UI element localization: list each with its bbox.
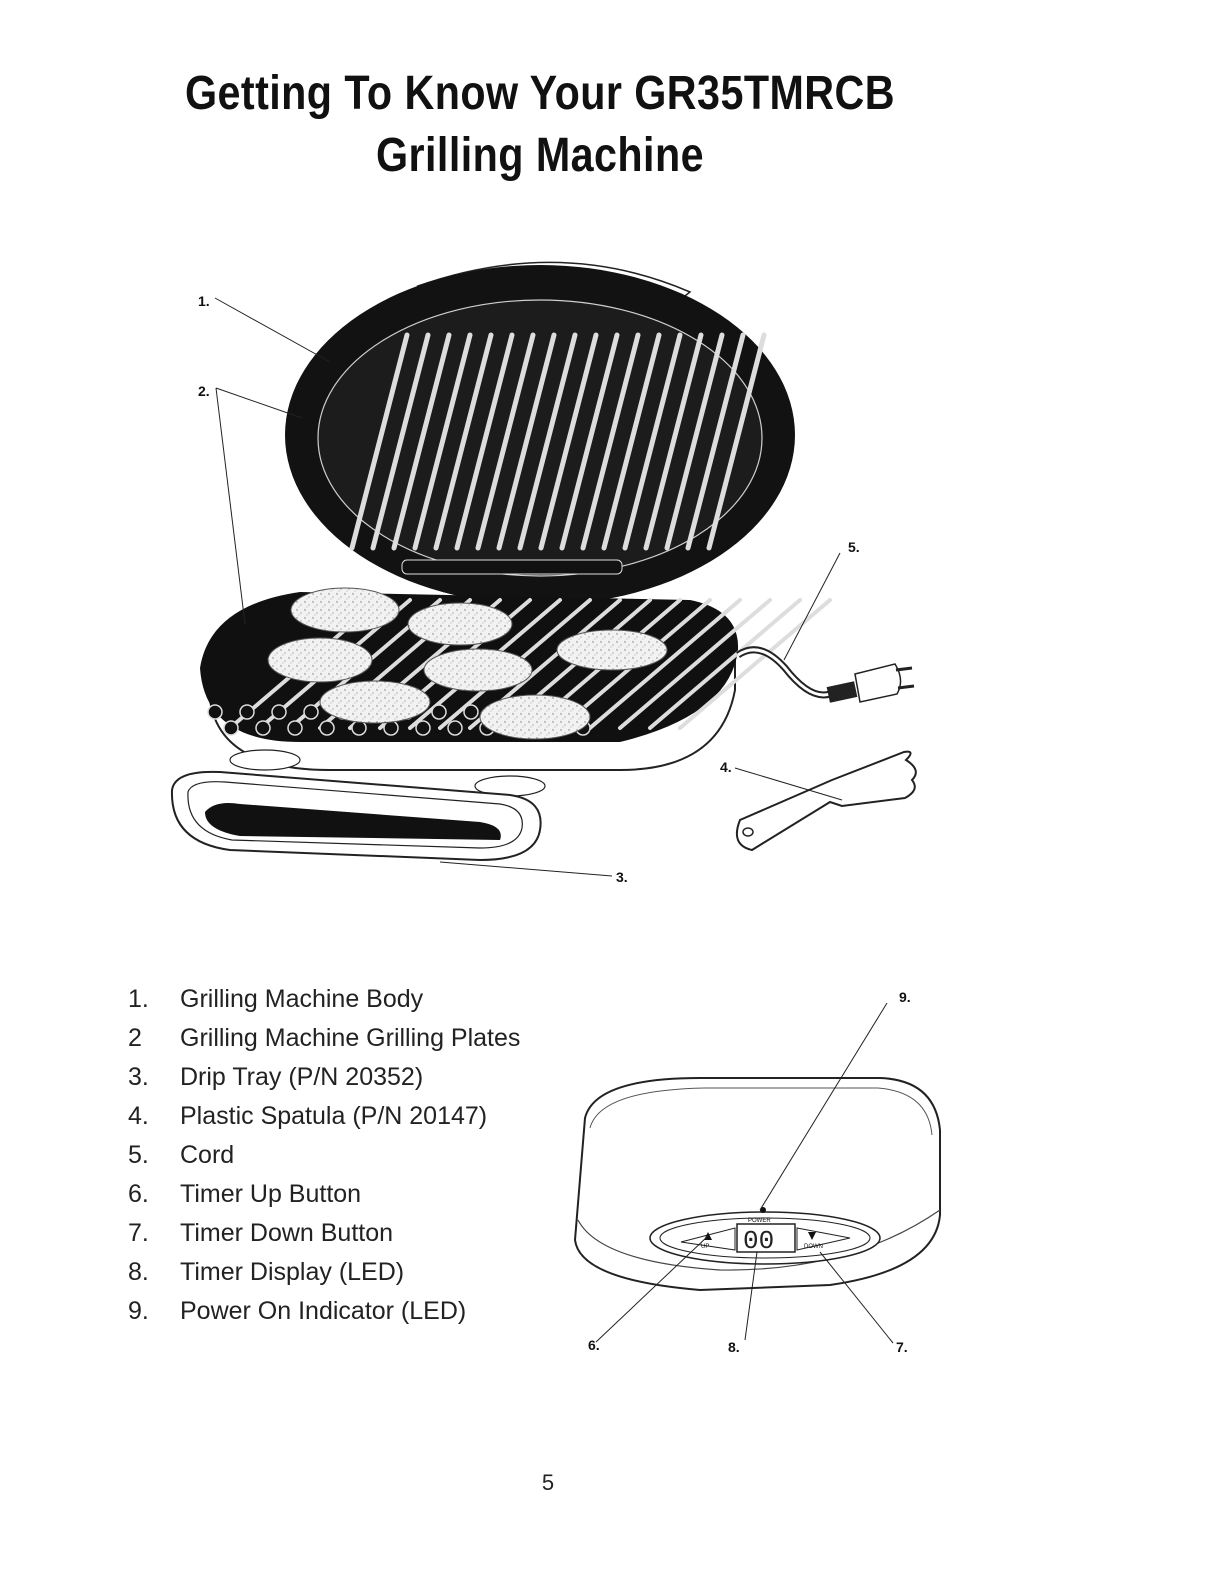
- grill-bump: [320, 721, 334, 735]
- part-label: Power On Indicator (LED): [180, 1297, 466, 1325]
- part-label: Cord: [180, 1141, 234, 1169]
- grill-bump: [272, 705, 286, 719]
- callout-5: 5.: [848, 539, 860, 555]
- part-number: 3.: [128, 1058, 180, 1097]
- part-label: Grilling Machine Body: [180, 985, 423, 1013]
- part-number: 4.: [128, 1097, 180, 1136]
- part-label: Timer Display (LED): [180, 1258, 404, 1286]
- power-label: POWER: [748, 1218, 771, 1224]
- grill-bump: [224, 721, 238, 735]
- parts-list-item: 5.Cord: [128, 1136, 520, 1175]
- part-number: 2: [128, 1019, 180, 1058]
- grill-bump: [256, 721, 270, 735]
- part-label: Timer Up Button: [180, 1180, 361, 1208]
- part-number: 7.: [128, 1214, 180, 1253]
- parts-list-item: 3.Drip Tray (P/N 20352): [128, 1058, 520, 1097]
- part-number: 9.: [128, 1292, 180, 1331]
- page-number: 5: [0, 1470, 1096, 1496]
- callout-6: 6.: [588, 1337, 600, 1353]
- grill-bump: [288, 721, 302, 735]
- part-number: 8.: [128, 1253, 180, 1292]
- part-number: 5.: [128, 1136, 180, 1175]
- callout-4: 4.: [720, 759, 732, 775]
- plastic-spatula: [737, 752, 916, 850]
- parts-list-item: 7.Timer Down Button: [128, 1214, 520, 1253]
- grill-bump: [240, 705, 254, 719]
- grill-bump: [208, 705, 222, 719]
- up-label: UP: [701, 1244, 709, 1250]
- part-label: Plastic Spatula (P/N 20147): [180, 1102, 487, 1130]
- down-label: DOWN: [804, 1244, 823, 1250]
- parts-list-item: 1.Grilling Machine Body: [128, 980, 520, 1019]
- part-label: Timer Down Button: [180, 1219, 393, 1247]
- callout-2: 2.: [198, 383, 210, 399]
- grill-lid: [285, 262, 795, 605]
- part-number: 6.: [128, 1175, 180, 1214]
- callout-3: 3.: [616, 869, 628, 885]
- parts-list-item: 8.Timer Display (LED): [128, 1253, 520, 1292]
- parts-list-item: 6.Timer Up Button: [128, 1175, 520, 1214]
- grill-bump: [416, 721, 430, 735]
- grill-base: [200, 588, 830, 796]
- part-number: 1.: [128, 980, 180, 1019]
- grill-bump: [464, 705, 478, 719]
- callout-9: 9.: [899, 989, 911, 1005]
- callout-7: 7.: [896, 1339, 908, 1355]
- grill-bump: [304, 705, 318, 719]
- part-label: Grilling Machine Grilling Plates: [180, 1024, 520, 1052]
- timer-display-digits: 00: [743, 1226, 774, 1256]
- control-panel-detail: POWER UP 00 DOWN: [575, 1078, 940, 1290]
- part-label: Drip Tray (P/N 20352): [180, 1063, 423, 1091]
- grill-bump: [448, 721, 462, 735]
- callout-1: 1.: [198, 293, 210, 309]
- parts-list-item: 4.Plastic Spatula (P/N 20147): [128, 1097, 520, 1136]
- grill-bump: [432, 705, 446, 719]
- parts-list-item: 9.Power On Indicator (LED): [128, 1292, 520, 1331]
- callout-8: 8.: [728, 1339, 740, 1355]
